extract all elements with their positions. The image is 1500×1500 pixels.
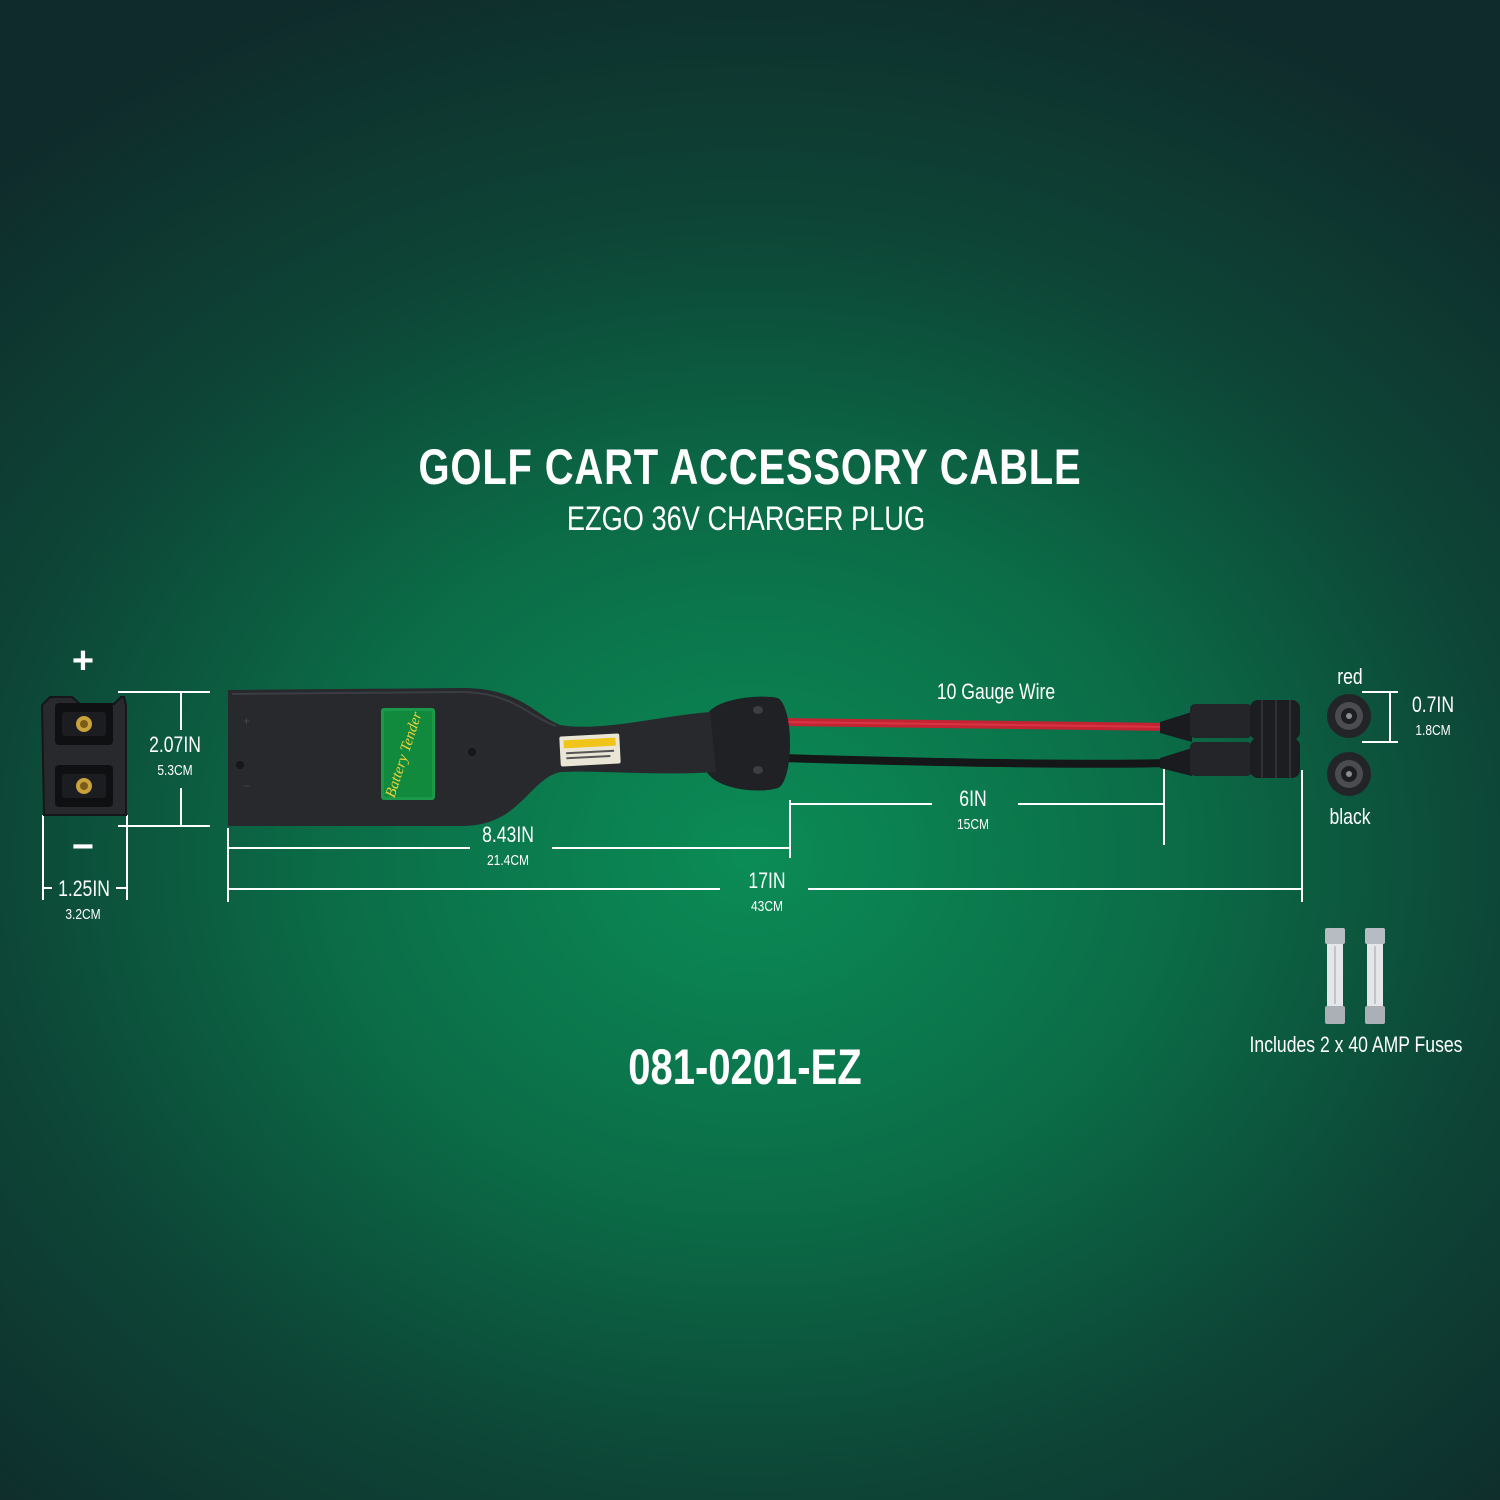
- red-wire-connector: [1160, 700, 1300, 742]
- black-label: black: [1329, 804, 1371, 829]
- connector-size-in: 0.7IN: [1411, 692, 1455, 717]
- black-wire: [781, 754, 1171, 768]
- wire-gauge-label: 10 Gauge Wire: [936, 679, 1056, 704]
- plug-face: [40, 696, 127, 816]
- handle-length-in: 8.43IN: [482, 822, 534, 847]
- product-title: GOLF CART ACCESSORY CABLE: [418, 439, 1082, 495]
- svg-text:+: +: [243, 714, 250, 728]
- svg-text:−: −: [243, 779, 250, 793]
- caution-label: [559, 733, 621, 767]
- connector-size-cm: 1.8CM: [1415, 722, 1451, 739]
- part-number: 081-0201-EZ: [628, 1039, 862, 1095]
- connector-red-end: [1327, 694, 1371, 738]
- plug-height-cm: 5.3CM: [157, 762, 193, 779]
- dimension-lines: [42, 691, 1398, 902]
- black-wire-connector: [1160, 738, 1300, 778]
- fuses-caption: Includes 2 x 40 AMP Fuses: [1249, 1032, 1463, 1057]
- minus-label: −: [71, 826, 95, 868]
- wire-length-cm: 15CM: [956, 816, 990, 833]
- wire-length-in: 6IN: [959, 786, 987, 811]
- plug-handle: + −: [228, 688, 716, 826]
- handle-length-cm: 21.4CM: [486, 852, 530, 869]
- plug-height-in: 2.07IN: [149, 732, 201, 757]
- connector-black-end: [1327, 752, 1371, 796]
- product-subtitle: EZGO 36V CHARGER PLUG: [566, 500, 926, 538]
- battery-tender-logo: Battery Tender: [381, 708, 435, 800]
- strain-relief: [705, 696, 790, 791]
- total-length-cm: 43CM: [750, 898, 784, 915]
- total-length-in: 17IN: [748, 868, 786, 893]
- plus-label: +: [71, 640, 95, 682]
- plug-width-cm: 3.2CM: [65, 906, 101, 923]
- fuse-2: [1365, 928, 1385, 1024]
- red-label: red: [1337, 664, 1363, 689]
- fuse-1: [1325, 928, 1345, 1024]
- plug-width-in: 1.25IN: [58, 876, 110, 901]
